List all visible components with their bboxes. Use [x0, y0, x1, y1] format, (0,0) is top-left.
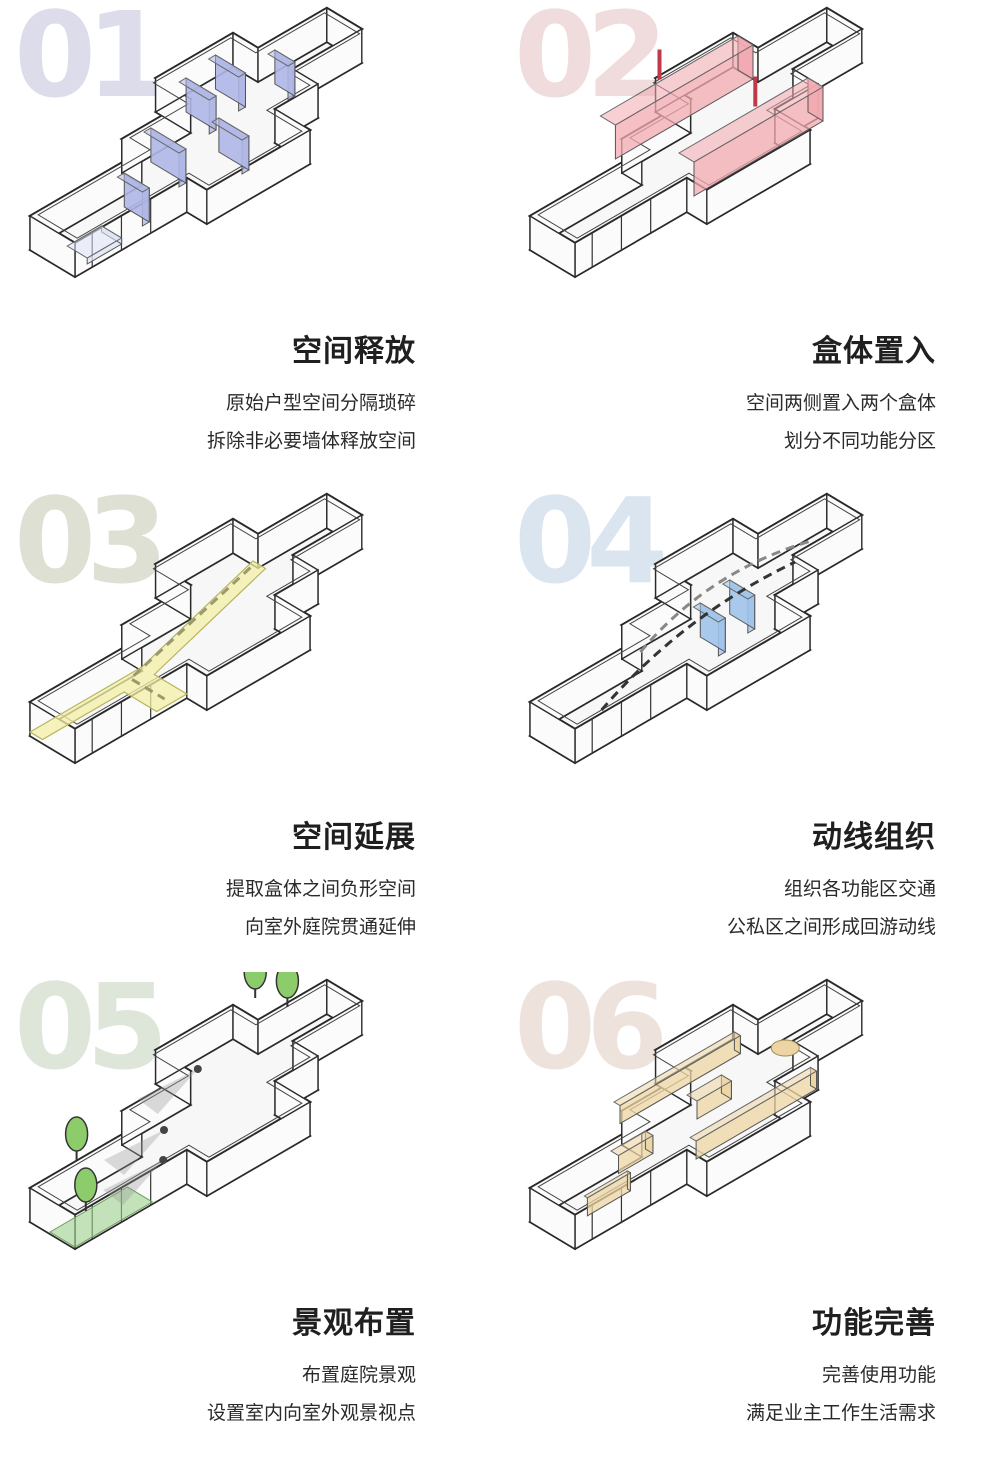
partition-wall — [143, 127, 187, 154]
step-number: 04 — [514, 486, 668, 610]
floor-plan-axonometric — [27, 492, 365, 765]
view-cone — [104, 1130, 164, 1175]
partition-wall — [267, 49, 296, 67]
partition-wall — [211, 117, 250, 141]
floor-plan-axonometric — [527, 6, 865, 279]
step-description: 原始户型空间分隔琐碎 拆除非必要墙体释放空间 — [207, 384, 416, 460]
description-line: 满足业主工作生活需求 — [745, 1402, 936, 1424]
floor-plan-axonometric — [27, 972, 365, 1251]
wall-face — [529, 700, 576, 765]
step-description: 完善使用功能 满足业主工作生活需求 — [746, 1356, 936, 1432]
description-line: 组织各功能区交通 — [783, 878, 936, 900]
circulation-loop — [639, 539, 812, 653]
partition-wall — [116, 172, 151, 193]
floor-plan-axonometric — [527, 492, 865, 765]
description-line: 布置庭院景观 — [301, 1364, 416, 1386]
description-line: 完善使用功能 — [821, 1364, 936, 1386]
viewer-figure — [160, 1126, 168, 1134]
floor-plan-axonometric — [27, 6, 365, 279]
step-number: 06 — [514, 972, 668, 1096]
extension-zone — [28, 560, 267, 741]
description-line: 提取盒体之间负形空间 — [225, 878, 416, 900]
outdoor-tree — [64, 1116, 89, 1152]
furniture-volume — [689, 1066, 818, 1142]
furniture-volume — [610, 1130, 654, 1157]
panel-space-extension: 03 空间延展 提取盒体之间负形空间 向室外庭院贯通延伸 — [0, 486, 500, 972]
viewer-figure — [193, 1065, 202, 1073]
courtyard-tree — [74, 1167, 98, 1203]
step-title: 动线组织 — [812, 820, 936, 855]
panel-box-insertion: 02 盒体置入 空间两侧置入两个盒体 划分不同功能分区 — [500, 0, 1000, 486]
furniture-volume — [613, 1031, 742, 1107]
description-line: 公私区之间形成回游动线 — [726, 916, 936, 938]
wall-face — [529, 1186, 576, 1251]
description-line: 原始户型空间分隔琐碎 — [225, 392, 416, 414]
view-cone — [103, 1160, 164, 1205]
step-number: 05 — [14, 972, 168, 1096]
panel-function: 06 功能完善 完善使用功能 满足业主工作生活需求 — [500, 972, 1000, 1458]
step-number: 03 — [14, 486, 168, 610]
description-line: 空间两侧置入两个盒体 — [745, 392, 936, 414]
wall-inner-edge — [537, 498, 861, 725]
panel-circulation: 04 动线组织 组织各功能区交通 公私区之间形成回游动线 — [500, 486, 1000, 972]
step-description: 布置庭院景观 设置室内向室外观景视点 — [207, 1356, 416, 1432]
description-line: 拆除非必要墙体释放空间 — [206, 430, 416, 452]
inserted-box — [678, 77, 824, 163]
description-line: 向室外庭院贯通延伸 — [244, 916, 416, 938]
description-line: 划分不同功能分区 — [783, 430, 936, 452]
view-cone — [137, 1069, 198, 1114]
description-line: 设置室内向室外观景视点 — [206, 1402, 416, 1424]
step-title: 景观布置 — [292, 1306, 416, 1341]
panel-landscape: 05 景观布置 布置庭院景观 设置室内向室外观景视点 — [0, 972, 500, 1458]
round-table — [770, 1039, 800, 1057]
circulation-loop — [600, 560, 796, 711]
wall-face — [29, 214, 76, 279]
outdoor-tree — [243, 972, 267, 990]
wall-face — [529, 214, 576, 279]
step-number: 01 — [14, 0, 168, 124]
wall-inner-edge — [37, 12, 361, 239]
step-description: 组织各功能区交通 公私区之间形成回游动线 — [727, 870, 936, 946]
viewer-figure — [159, 1156, 168, 1164]
furniture-volume — [583, 1170, 632, 1199]
partition-wall — [692, 602, 727, 623]
step-title: 盒体置入 — [812, 334, 936, 369]
floor-plan-axonometric — [527, 978, 865, 1251]
step-title: 功能完善 — [812, 1306, 936, 1341]
partition-wall — [207, 54, 247, 78]
outdoor-tree — [275, 972, 300, 999]
courtyard-garden — [49, 1186, 154, 1248]
inserted-box — [599, 35, 754, 126]
stair-platform — [66, 225, 123, 259]
furniture-volume — [686, 1074, 733, 1102]
step-description: 提取盒体之间负形空间 向室外庭院贯通延伸 — [226, 870, 416, 946]
partition-wall — [178, 77, 218, 101]
step-title: 空间释放 — [292, 334, 416, 369]
wall-inner-edge — [37, 498, 361, 725]
partition-wall — [721, 579, 756, 600]
panel-space-release: 01 空间释放 原始户型空间分隔琐碎 拆除非必要墙体释放空间 — [0, 0, 500, 486]
step-description: 空间两侧置入两个盒体 划分不同功能分区 — [746, 384, 936, 460]
wall-inner-edge — [37, 984, 361, 1211]
step-title: 空间延展 — [292, 820, 416, 855]
